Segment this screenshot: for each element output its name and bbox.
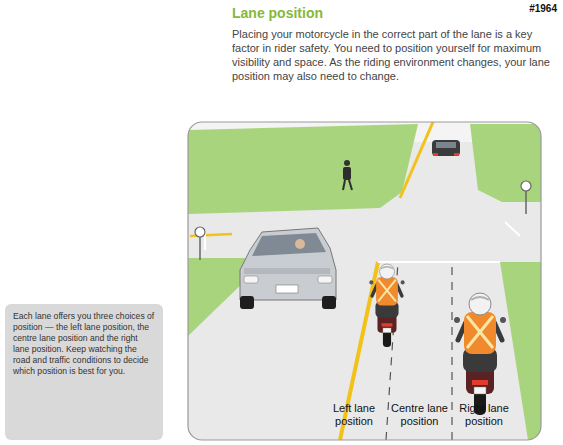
lane-label: Right lane position: [456, 402, 512, 428]
section-title: Lane position: [232, 5, 323, 21]
note-box: Each lane offers you three choices of po…: [5, 304, 163, 440]
watermark: #1964: [529, 3, 557, 14]
note-text: Each lane offers you three choices of po…: [13, 311, 155, 377]
intro-paragraph: Placing your motorcycle in the correct p…: [232, 27, 554, 83]
lane-label: Left lane position: [326, 402, 382, 428]
lane-label: Centre lane position: [389, 402, 450, 428]
